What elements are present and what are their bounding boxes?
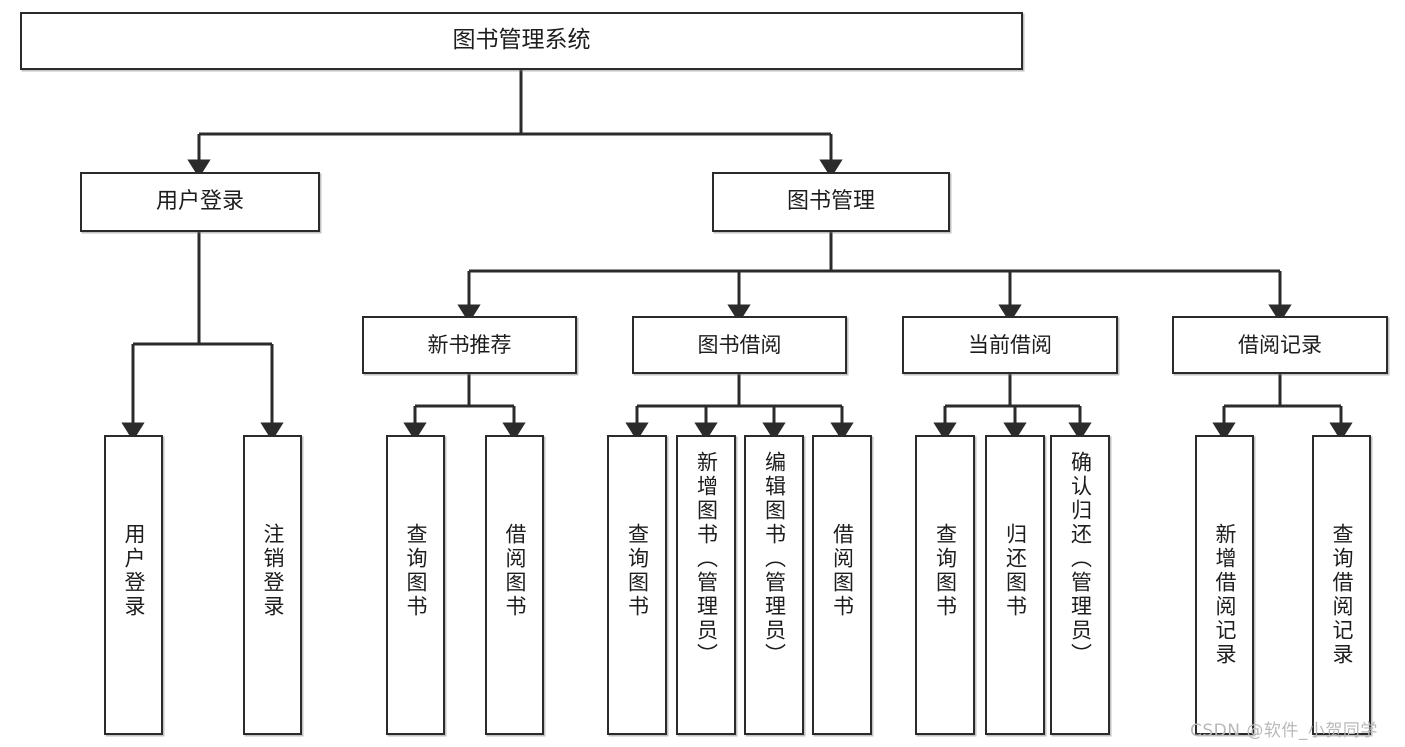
node-leaf-label: 编辑图书（管理员） — [762, 451, 787, 667]
node-borrow-record[interactable]: 借阅记录 — [1172, 316, 1388, 374]
node-leaf-label: 归还图书 — [1003, 523, 1028, 619]
node-current-borrow[interactable]: 当前借阅 — [902, 316, 1118, 374]
node-leaf-user-login-login[interactable]: 用户登录 — [104, 435, 163, 735]
node-leaf-label: 借阅图书 — [830, 523, 855, 619]
node-leaf-borrowrecord-query-record[interactable]: 查询借阅记录 — [1312, 435, 1371, 735]
node-leaf-label: 借阅图书 — [503, 523, 527, 619]
node-leaf-label: 新增图书（管理员） — [694, 451, 719, 667]
node-book-borrow[interactable]: 图书借阅 — [632, 316, 847, 374]
node-borrow-record-label: 借阅记录 — [1238, 332, 1322, 357]
node-new-book-recommend[interactable]: 新书推荐 — [362, 316, 577, 374]
node-root-label: 图书管理系统 — [452, 27, 591, 54]
node-leaf-bookborrow-edit-book-admin[interactable]: 编辑图书（管理员） — [744, 435, 804, 735]
node-leaf-user-login-logout[interactable]: 注销登录 — [243, 435, 302, 735]
node-leaf-currentborrow-return-book[interactable]: 归还图书 — [985, 435, 1045, 735]
node-root-book-management-system[interactable]: 图书管理系统 — [20, 12, 1023, 70]
node-user-login-label: 用户登录 — [155, 189, 244, 215]
csdn-watermark: CSDN @软件_小贺同学 — [1190, 721, 1378, 741]
node-leaf-label: 查询借阅记录 — [1330, 523, 1354, 667]
node-leaf-label: 确认归还（管理员） — [1068, 451, 1093, 667]
node-leaf-label: 查询图书 — [625, 523, 650, 619]
node-leaf-newbook-query-book[interactable]: 查询图书 — [386, 435, 445, 735]
node-leaf-label: 查询图书 — [933, 523, 958, 619]
node-leaf-bookborrow-query-book[interactable]: 查询图书 — [607, 435, 667, 735]
node-current-borrow-label: 当前借阅 — [968, 332, 1052, 357]
node-leaf-label: 用户登录 — [122, 523, 146, 619]
node-leaf-label: 注销登录 — [261, 523, 285, 619]
node-book-management[interactable]: 图书管理 — [712, 172, 950, 232]
node-book-borrow-label: 图书借阅 — [697, 332, 782, 357]
node-leaf-bookborrow-borrow-book[interactable]: 借阅图书 — [812, 435, 872, 735]
node-leaf-borrowrecord-add-record[interactable]: 新增借阅记录 — [1195, 435, 1254, 735]
node-leaf-label: 新增借阅记录 — [1213, 523, 1237, 667]
node-user-login[interactable]: 用户登录 — [80, 172, 320, 232]
node-leaf-currentborrow-query-book[interactable]: 查询图书 — [915, 435, 975, 735]
node-new-book-recommend-label: 新书推荐 — [427, 332, 512, 357]
node-book-management-label: 图书管理 — [786, 189, 875, 215]
node-leaf-newbook-borrow-book[interactable]: 借阅图书 — [485, 435, 544, 735]
node-leaf-bookborrow-add-book-admin[interactable]: 新增图书（管理员） — [676, 435, 736, 735]
node-leaf-currentborrow-confirm-return-admin[interactable]: 确认归还（管理员） — [1050, 435, 1110, 735]
node-leaf-label: 查询图书 — [404, 523, 428, 619]
